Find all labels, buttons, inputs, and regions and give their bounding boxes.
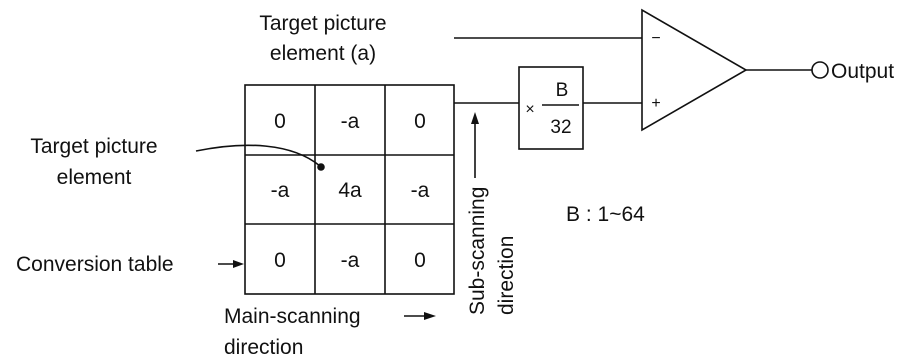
multiplier-times-sign: × xyxy=(525,101,534,118)
sub-scanning-label-line1: Sub-scanning xyxy=(466,187,489,315)
multiplier-denominator: 32 xyxy=(550,117,571,138)
sub-scanning-arrowhead xyxy=(471,112,479,124)
table-cell-r2-c1: -a xyxy=(341,249,360,272)
target-element-dot xyxy=(317,163,325,171)
conversion-table-grid xyxy=(244,84,455,295)
target-element-a-label-line2: element (a) xyxy=(270,42,376,65)
b-range-label: B : 1~64 xyxy=(566,203,645,226)
table-cell-r1-c1: 4a xyxy=(338,179,362,202)
table-cell-r0-c1: -a xyxy=(341,110,360,133)
target-element-label-line2: element xyxy=(57,166,132,189)
output-label: Output xyxy=(831,60,894,83)
table-cell-r0-c0: 0 xyxy=(274,110,286,133)
table-cell-r0-c2: 0 xyxy=(414,110,426,133)
comparator-amplifier: − + xyxy=(641,8,748,132)
amplifier-triangle xyxy=(641,8,748,132)
conversion-table-arrowhead xyxy=(233,260,244,268)
main-scanning-arrowhead xyxy=(424,312,436,320)
table-cell-r2-c0: 0 xyxy=(274,249,286,272)
table-cell-r2-c2: 0 xyxy=(414,249,426,272)
output-terminal xyxy=(811,61,829,79)
amplifier-plus-sign: + xyxy=(651,95,660,112)
table-cell-r1-c0: -a xyxy=(271,179,290,202)
amplifier-minus-sign: − xyxy=(651,30,660,47)
target-element-leader xyxy=(195,144,321,167)
main-scanning-label-line2: direction xyxy=(224,336,303,359)
target-element-label-line1: Target picture xyxy=(30,135,157,158)
main-scanning-label-line1: Main-scanning xyxy=(224,305,361,328)
multiplier-frame xyxy=(518,66,584,150)
table-border xyxy=(244,84,455,295)
sub-scanning-label-line2: direction xyxy=(495,236,518,315)
conversion-table-label: Conversion table xyxy=(16,253,174,276)
table-cell-r1-c2: -a xyxy=(411,179,430,202)
multiplier-box: × B 32 xyxy=(518,66,584,150)
target-element-a-label-line1: Target picture xyxy=(259,12,386,35)
multiplier-numerator: B xyxy=(556,80,569,101)
